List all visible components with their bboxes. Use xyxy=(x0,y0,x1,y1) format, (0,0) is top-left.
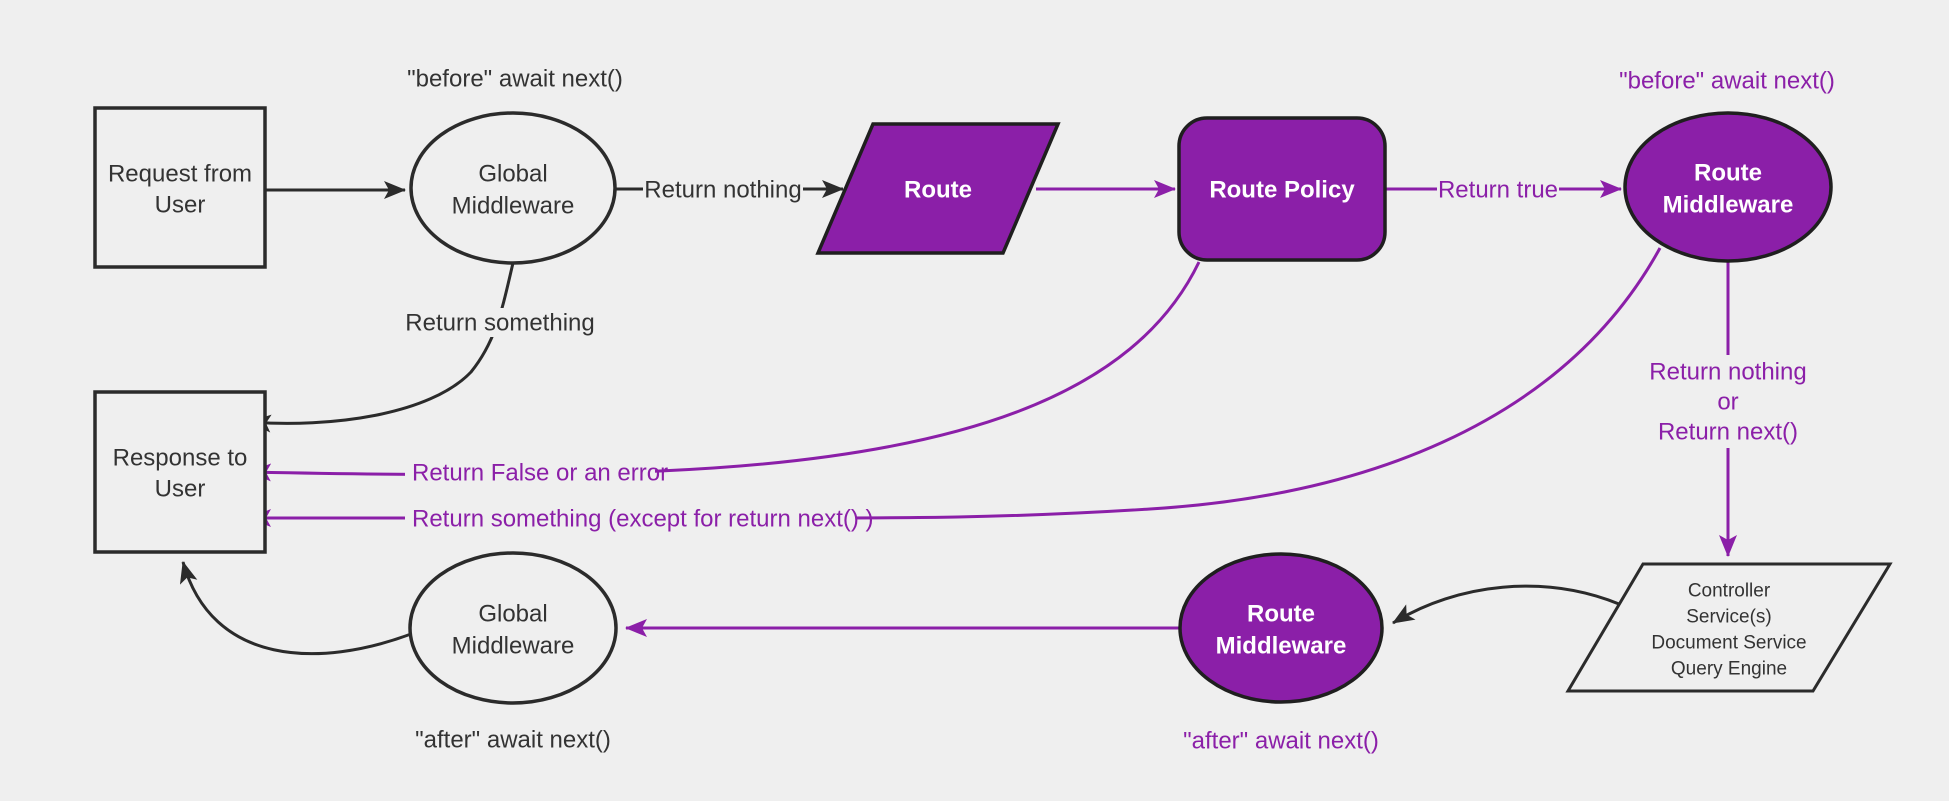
node-response-to-user: Response to User xyxy=(93,390,267,554)
node-label: User xyxy=(155,476,206,503)
label-bg xyxy=(643,175,803,204)
edge-global-middleware-bottom-to-response xyxy=(179,561,412,656)
label-bg xyxy=(405,503,857,533)
edge-label-text: or xyxy=(1717,389,1738,416)
edge-label-return-true: Return true xyxy=(1437,175,1559,204)
node-controller-services: Controller Service(s) Document Service Q… xyxy=(1565,562,1893,693)
node-label: Document Service xyxy=(1651,633,1806,654)
edge-label-text: Return False or an error xyxy=(412,460,668,487)
node-route-middleware-top: Route Middleware xyxy=(1623,111,1833,263)
node-label: Route xyxy=(1247,601,1315,628)
edge-label-return-nothing-or-next: Return nothing or Return next() xyxy=(1644,355,1812,448)
route-parallelogram xyxy=(815,122,1061,255)
node-label: Controller xyxy=(1688,581,1771,602)
node-label: Middleware xyxy=(1216,633,1347,660)
response-to-user-box xyxy=(93,390,267,554)
label-bg xyxy=(407,308,593,337)
edge-label-text: Return something xyxy=(405,310,594,337)
edge-label-return-false-or-error: Return False or an error xyxy=(405,457,668,487)
controller-parallelogram xyxy=(1565,562,1893,693)
edge-controller-to-route-middleware-bottom xyxy=(1392,584,1620,625)
global-middleware-bottom-ellipse xyxy=(408,551,618,705)
edge-label-before-await-next-route: "before" await next() xyxy=(1619,68,1835,95)
node-label: Request from xyxy=(108,161,252,188)
node-route-middleware-bottom: Route Middleware xyxy=(1178,552,1384,704)
route-middleware-bottom-ellipse xyxy=(1178,552,1384,704)
edge-route-policy-to-response xyxy=(249,261,1201,482)
node-route: Route xyxy=(815,122,1061,255)
label-bg xyxy=(405,457,655,487)
edge-label-return-nothing: Return nothing xyxy=(643,175,803,204)
node-global-middleware-top: Global Middleware xyxy=(409,111,617,265)
node-label: Middleware xyxy=(1663,192,1794,219)
node-global-middleware-bottom: Global Middleware xyxy=(408,551,618,705)
edge-label-text: Return next() xyxy=(1658,419,1798,446)
node-label: Middleware xyxy=(452,193,575,220)
edge-label-return-something: Return something xyxy=(405,308,595,337)
node-label: Route Policy xyxy=(1209,177,1355,204)
node-label: Route xyxy=(1694,160,1762,187)
request-from-user-box xyxy=(93,106,267,269)
edge-label-text: Return nothing xyxy=(644,177,801,204)
edge-label-text: Return nothing xyxy=(1649,359,1806,386)
edge-route-middleware-to-response xyxy=(249,247,1662,527)
node-label: Response to xyxy=(113,445,248,472)
edge-label-return-something-except: Return something (except for return next… xyxy=(405,503,874,533)
node-request-from-user: Request from User xyxy=(93,106,267,269)
node-label: Global xyxy=(478,601,547,628)
label-bg xyxy=(1644,355,1812,448)
label-bg xyxy=(1437,175,1559,204)
node-label: User xyxy=(155,192,206,219)
node-label: Service(s) xyxy=(1686,607,1772,628)
edge-label-text: Return something (except for return next… xyxy=(412,506,874,533)
edge-label-after-await-next-route: "after" await next() xyxy=(1183,728,1379,755)
node-label: Query Engine xyxy=(1671,659,1787,680)
edge-label-before-await-next-global: "before" await next() xyxy=(407,66,623,93)
node-label: Middleware xyxy=(452,633,575,660)
global-middleware-top-ellipse xyxy=(409,111,617,265)
node-label: Route xyxy=(904,177,972,204)
route-policy-box xyxy=(1177,116,1387,262)
node-route-policy: Route Policy xyxy=(1177,116,1387,262)
node-label: Global xyxy=(478,161,547,188)
route-middleware-top-ellipse xyxy=(1623,111,1833,263)
edge-global-middleware-to-response xyxy=(249,262,515,433)
edge-label-text: Return true xyxy=(1438,177,1558,204)
edge-label-after-await-next-global: "after" await next() xyxy=(415,727,611,754)
